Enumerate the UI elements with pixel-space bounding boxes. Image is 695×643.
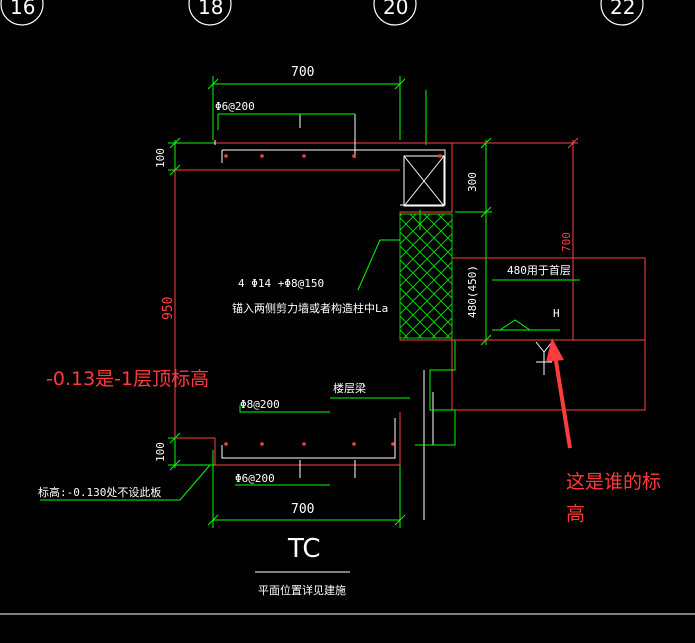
axis-label-18: 18 bbox=[198, 0, 223, 19]
elevation-label: 标高:-0.130处不设此板 bbox=[38, 485, 161, 499]
rebar-dots bbox=[224, 154, 442, 446]
plan-note: 平面位置详见建施 bbox=[258, 583, 346, 597]
axis-label-16: 16 bbox=[10, 0, 35, 19]
rebar-mid-label: Φ8@200 bbox=[240, 398, 280, 411]
section-name: TC bbox=[287, 534, 321, 564]
beam-hatch bbox=[399, 213, 453, 339]
axis-bubbles bbox=[0, 0, 644, 26]
left-annotation: -0.13是-1层顶标高 bbox=[46, 368, 209, 390]
dim-slab-bottom: 100 bbox=[154, 442, 167, 462]
level-h-label: H bbox=[553, 307, 560, 320]
floor-beam-label: 楼层梁 bbox=[333, 381, 366, 395]
rebar-main-label: 4 Φ14 +Φ8@150 bbox=[238, 277, 324, 290]
leader-lines bbox=[40, 113, 580, 501]
dim-right-height: 700 bbox=[560, 232, 573, 252]
dim-top-width: 700 bbox=[291, 65, 314, 80]
rebar-top-label: Φ6@200 bbox=[215, 100, 255, 113]
dim-beam-height: 480(450) bbox=[466, 265, 479, 318]
level-marker bbox=[535, 341, 553, 375]
concrete-outline bbox=[174, 137, 646, 466]
dim-beam-top: 300 bbox=[466, 172, 479, 192]
right-annotation-line2: 高 bbox=[566, 503, 585, 525]
dim-slab-top: 100 bbox=[154, 148, 167, 168]
note-480-label: 480用于首层 bbox=[507, 263, 571, 277]
axis-label-22: 22 bbox=[610, 0, 635, 19]
rebar-anchor-label: 锚入两侧剪力墙或者构造柱中La bbox=[232, 301, 388, 315]
dim-bottom-width: 700 bbox=[291, 502, 314, 517]
dim-height: 950 bbox=[161, 297, 176, 320]
right-annotation-line1: 这是谁的标 bbox=[566, 471, 661, 493]
axis-label-20: 20 bbox=[383, 0, 408, 19]
rebar-bottom-label: Φ6@200 bbox=[235, 472, 275, 485]
annotation-arrow bbox=[546, 338, 572, 449]
